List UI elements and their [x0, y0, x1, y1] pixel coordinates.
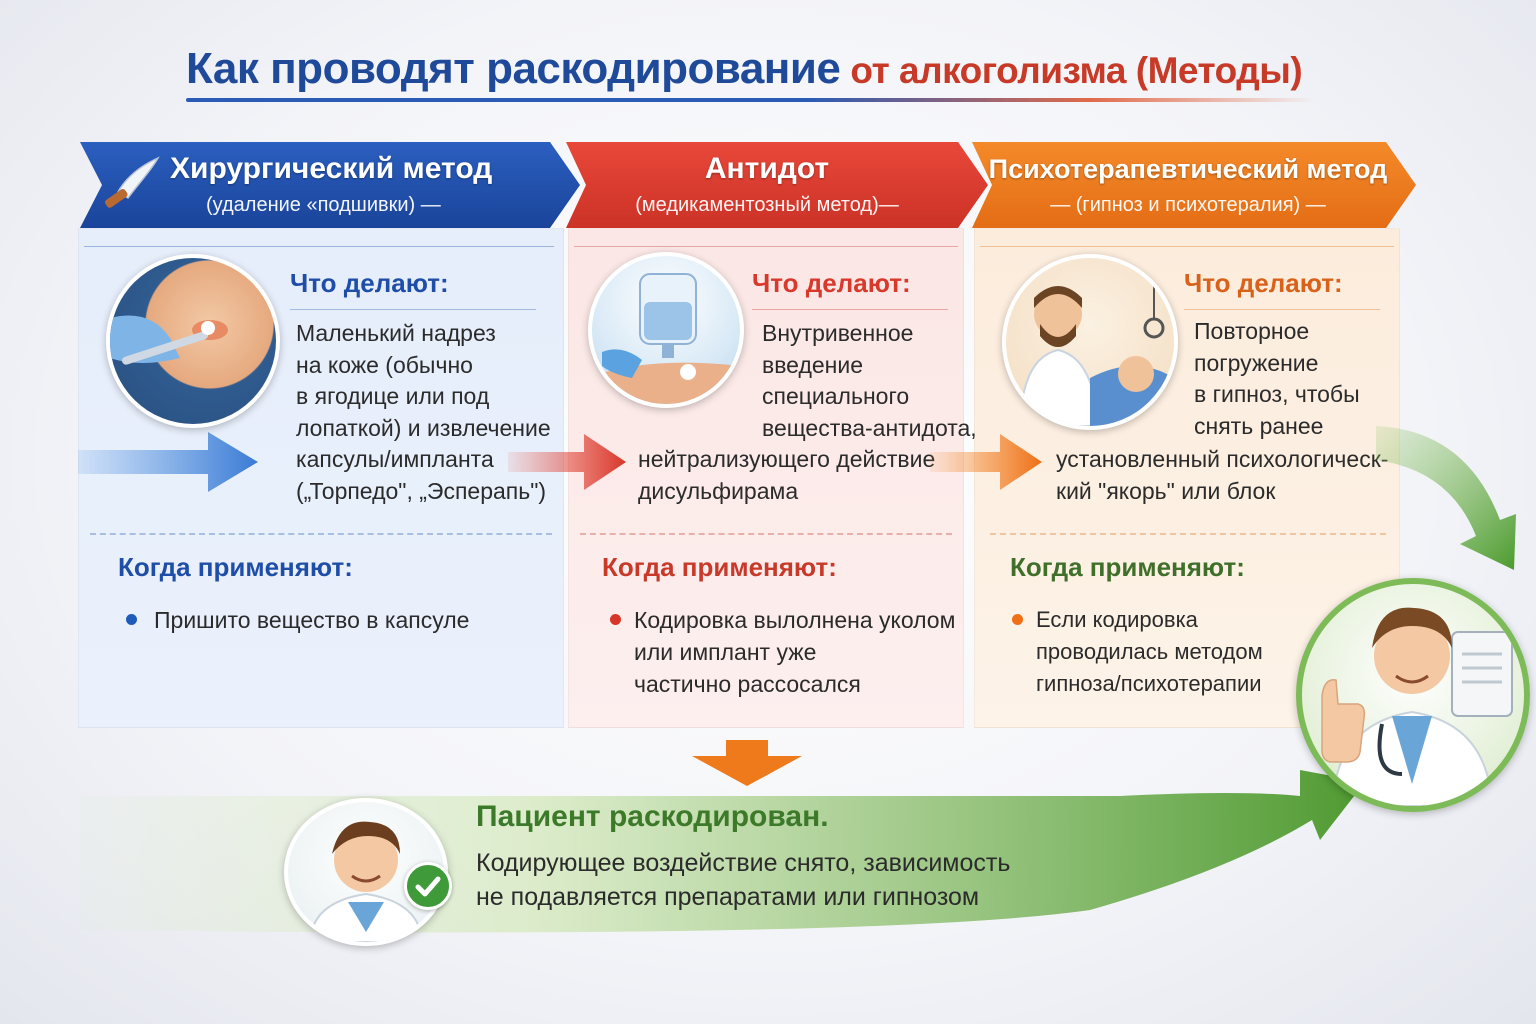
patient-drawing [308, 821, 424, 942]
text-line: введение [762, 351, 864, 378]
text-line: кий "якорь" или блок [1056, 477, 1276, 504]
text-line: в ягодице или под [296, 383, 490, 410]
banner-psychotherapy [972, 142, 1416, 228]
banner-shape [80, 142, 580, 228]
what-heading: Что делают: [752, 268, 911, 298]
text-line: не подавляется препаратами или гипнозом [476, 883, 980, 911]
banner-title: Психотерапевтический метод [988, 154, 1388, 184]
surgery-illustration [106, 254, 280, 428]
arrow-shape [930, 434, 1042, 490]
dashed-divider [90, 533, 552, 535]
arrow-shape [78, 432, 258, 492]
hypnosis-drawing [1018, 278, 1174, 426]
result-description: Кодирующее воздействие снято, зависимост… [476, 846, 1010, 914]
divider-line [574, 246, 958, 247]
arrow-down-orange [692, 740, 802, 791]
title-accent: от алкоголизма (Методы) [850, 50, 1303, 91]
what-heading: Что делают: [290, 268, 449, 298]
when-heading: Когда применяют: [118, 552, 353, 582]
hypnosis-illustration [1002, 254, 1178, 430]
what-description: Маленький надрез на коже (обычно в ягоди… [296, 318, 551, 508]
arrow-shape [692, 740, 802, 786]
banner-title: Хирургический метод [170, 152, 493, 185]
arrow-right-blue [78, 430, 258, 499]
what-description-tail: установленный психологическ- кий "якорь"… [1056, 444, 1388, 507]
text-line: лопаткой) и извлечение [296, 414, 551, 441]
check-mark [415, 876, 441, 897]
arrow-shape [508, 434, 626, 490]
text-line: Маленький надрез [296, 320, 496, 346]
banner-shape [566, 142, 988, 228]
banner-title: Антидот [704, 152, 830, 185]
text-line: установленный психологическ- [1056, 446, 1389, 472]
dashed-divider [580, 533, 952, 535]
what-heading: Что делают: [1184, 268, 1343, 298]
text-line: погружение [1194, 349, 1319, 376]
iv-drip-drawing [592, 273, 740, 404]
when-description: Кодировка вылолнена уколом или имплант у… [634, 604, 955, 700]
banner-antidote [566, 142, 988, 228]
divider-line [84, 246, 554, 247]
scalpel-icon [100, 152, 164, 221]
text-line: специального [762, 383, 910, 410]
scalpel-drawing [105, 156, 160, 208]
when-description: Пришито вещество в капсуле [154, 604, 469, 636]
doctor-avatar [1296, 578, 1530, 812]
text-line: Кодировка вылолнена уколом [634, 607, 956, 633]
dashed-divider [990, 533, 1386, 535]
title-main: Как проводят раскодирование [186, 44, 841, 93]
result-title: Пациент раскодирован. [476, 800, 829, 833]
surgery-drawing [110, 315, 228, 365]
when-description: Если кодировка проводилась методом гипно… [1036, 604, 1263, 700]
text-line: или имплант уже [634, 639, 817, 665]
what-description: Внутривенное введение специального вещес… [762, 318, 977, 444]
text-line: проводилась методом [1036, 639, 1263, 664]
check-icon [404, 862, 452, 910]
arrow-curved-green [1376, 420, 1536, 585]
text-line: капсулы/импланта [296, 446, 494, 473]
title-underline [186, 98, 1316, 102]
banner-shape [972, 142, 1416, 228]
banner-subtitle: — (гипноз и психотералия) — [1050, 194, 1326, 216]
iv-drip-illustration [588, 252, 744, 408]
text-line: гипноза/психотерапии [1036, 671, 1262, 696]
text-line: на коже (обычно [296, 351, 473, 378]
doctor-drawing [1321, 607, 1513, 806]
text-line: в гипноз, чтобы [1194, 381, 1360, 408]
text-line: вещества-антидота, [762, 414, 977, 441]
text-line: дисульфирама [638, 477, 799, 504]
what-description-tail: нейтрализующего действие дисульфирама [638, 444, 935, 507]
text-line: нейтрализующего действие [638, 446, 936, 472]
text-line: Если кодировка [1036, 607, 1198, 632]
text-line: снять ранее [1194, 412, 1324, 439]
banner-subtitle: (медикаментозный метод)— [635, 194, 899, 216]
bullet-dot [1012, 614, 1023, 625]
what-description: Повторное погружение в гипноз, чтобы сня… [1194, 316, 1360, 442]
heading-underline [1184, 309, 1380, 310]
text-line: Внутривенное [762, 320, 914, 346]
bullet-dot [610, 614, 621, 625]
arrow-right-orange [930, 432, 1042, 497]
text-line: Кодирующее воздействие снято, зависимост… [476, 849, 1011, 877]
when-heading: Когда применяют: [602, 552, 837, 582]
heading-underline [290, 309, 536, 310]
text-line: („Торпедо", „Эсперапь") [296, 477, 547, 504]
text-line: Пришито вещество в капсуле [154, 607, 470, 633]
banner-subtitle: (удаление «подшивки) — [206, 194, 441, 216]
bullet-dot [126, 614, 137, 625]
text-line: Повторное [1194, 318, 1310, 344]
text-line: частично рассосался [634, 671, 861, 697]
arrow-right-red [508, 432, 626, 497]
when-heading: Когда применяют: [1010, 552, 1245, 582]
heading-underline [752, 309, 948, 310]
divider-line [980, 246, 1394, 247]
arrow-shape [1376, 426, 1516, 570]
banner-surgical [80, 142, 580, 228]
